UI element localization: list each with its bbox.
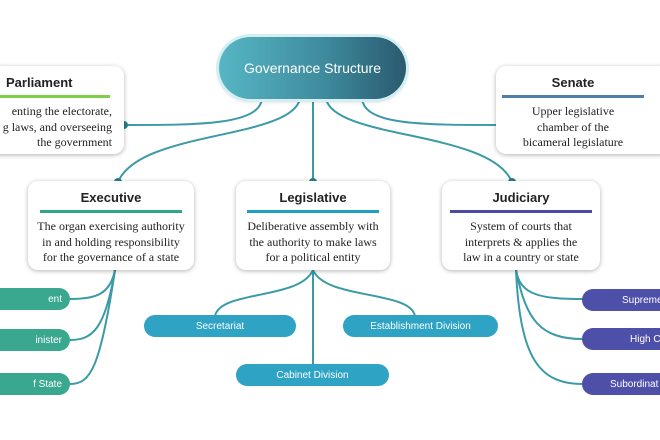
executive-line-2: in and holding responsibility bbox=[42, 234, 180, 249]
judiciary-card: Judiciary System of courts that interpre… bbox=[442, 181, 600, 270]
legislative-card: Legislative Deliberative assembly with t… bbox=[236, 181, 390, 270]
executive-bar bbox=[40, 210, 182, 213]
parliament-line-3: the government bbox=[37, 135, 112, 149]
legislative-bar bbox=[247, 210, 379, 213]
executive-title: Executive bbox=[80, 190, 142, 205]
executive-child-3: f State bbox=[0, 373, 70, 395]
parliament-card: Parliament enting the electorate, g laws… bbox=[0, 66, 124, 154]
connector-exec-child-1 bbox=[69, 269, 116, 300]
connector-jud-child-1 bbox=[515, 269, 584, 300]
senate-card: Senate Upper legislative chamber of the … bbox=[496, 66, 660, 154]
legislative-child-cabinet: Cabinet Division bbox=[236, 364, 389, 386]
legislative-line-2: the authority to make laws bbox=[249, 234, 377, 249]
judiciary-line-2: interprets & applies the bbox=[464, 234, 578, 249]
judiciary-bar bbox=[450, 210, 592, 213]
judiciary-child-1: Supreme bbox=[582, 289, 660, 311]
connector-senate bbox=[361, 96, 503, 126]
parliament-line-1: enting the electorate, bbox=[11, 104, 112, 118]
root-label: Governance Structure bbox=[244, 60, 381, 76]
connector-executive bbox=[117, 98, 301, 183]
parliament-title: Parliament bbox=[6, 75, 73, 90]
senate-line-2: chamber of the bbox=[537, 119, 609, 134]
connector-leg-child-3 bbox=[312, 269, 416, 317]
connector-exec-child-2 bbox=[69, 269, 116, 341]
judiciary-title: Judiciary bbox=[492, 190, 550, 205]
executive-child-1: ent bbox=[0, 288, 70, 310]
legislative-child-establishment: Establishment Division bbox=[343, 315, 498, 337]
connector-parliament bbox=[123, 96, 263, 126]
connector-exec-child-3 bbox=[69, 269, 116, 385]
judiciary-child-3: Subordinat bbox=[582, 373, 660, 395]
executive-line-1: The organ exercising authority bbox=[37, 219, 185, 233]
executive-card: Executive The organ exercising authority… bbox=[28, 181, 194, 270]
connector-judiciary bbox=[325, 98, 513, 183]
senate-line-1: Upper legislative bbox=[531, 104, 615, 118]
legislative-child-secretariat: Secretariat bbox=[144, 315, 296, 337]
executive-child-2: inister bbox=[0, 329, 70, 351]
legislative-line-1: Deliberative assembly with bbox=[247, 219, 379, 233]
root-node: Governance Structure bbox=[219, 37, 406, 99]
connector-jud-child-3 bbox=[515, 269, 584, 385]
executive-line-3: for the governance of a state bbox=[42, 250, 180, 264]
judiciary-child-2: High C bbox=[582, 328, 660, 350]
senate-line-3: bicameral legislature bbox=[522, 135, 624, 149]
legislative-title: Legislative bbox=[279, 190, 347, 205]
senate-bar bbox=[502, 95, 644, 98]
parliament-bar bbox=[0, 95, 110, 98]
connector-jud-child-2 bbox=[515, 269, 584, 340]
legislative-line-3: for a political entity bbox=[265, 250, 361, 264]
connector-leg-child-1 bbox=[214, 269, 314, 317]
senate-title: Senate bbox=[551, 75, 595, 90]
judiciary-line-1: System of courts that bbox=[470, 219, 572, 233]
judiciary-line-3: law in a country or state bbox=[463, 250, 579, 264]
parliament-line-2: g laws, and overseeing bbox=[2, 119, 112, 134]
